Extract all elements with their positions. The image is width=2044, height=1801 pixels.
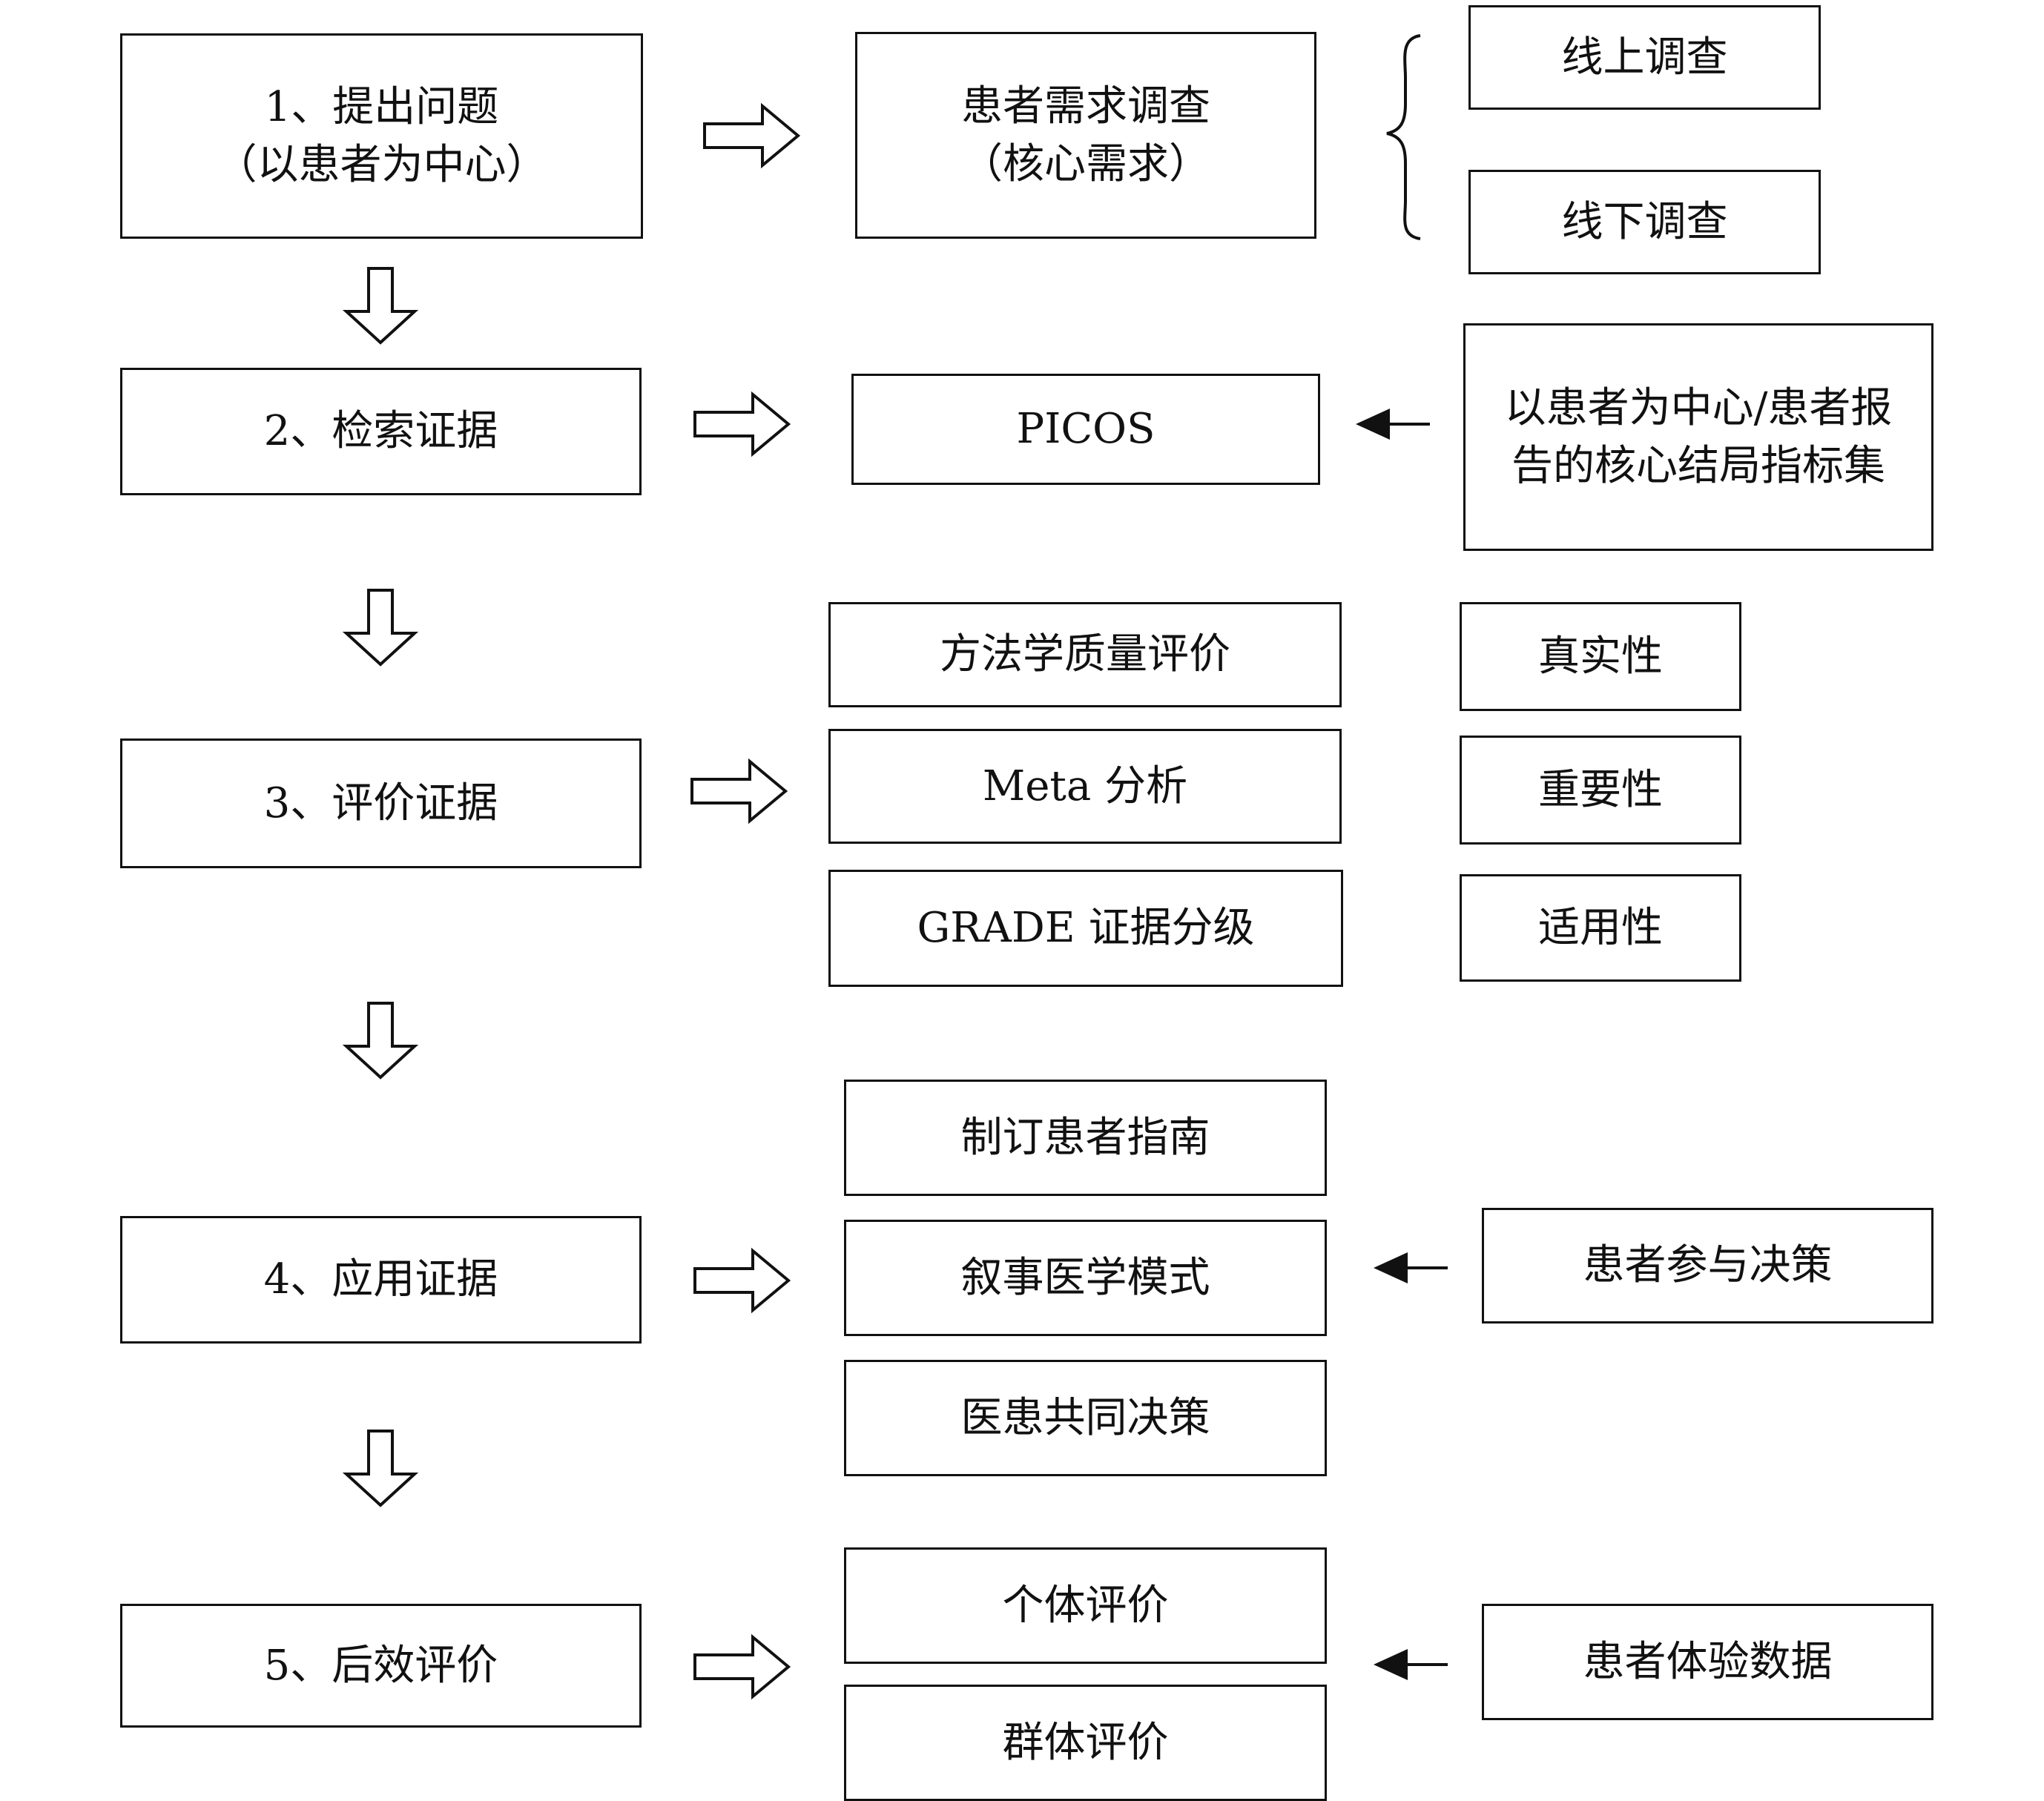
step3-title: 3、评价证据 xyxy=(263,779,498,827)
survey-subtitle: （核心需求） xyxy=(961,139,1210,188)
step5-box: 5、后效评价 xyxy=(120,1604,642,1728)
patient-experience-data-box: 患者体验数据 xyxy=(1482,1604,1933,1720)
offline-survey-box: 线下调查 xyxy=(1468,170,1821,274)
right-arrow-step4 xyxy=(693,1249,790,1312)
picos-label: PICOS xyxy=(1016,405,1155,454)
grade-box: GRADE 证据分级 xyxy=(828,870,1343,987)
applicability-box: 适用性 xyxy=(1460,874,1741,982)
method-quality-box: 方法学质量评价 xyxy=(828,602,1342,707)
applicability-label: 适用性 xyxy=(1538,903,1663,952)
meta-analysis-box: Meta 分析 xyxy=(828,729,1342,844)
core-outcome-line1: 以患者为中心/患者报 xyxy=(1504,384,1893,433)
step1-title: 1、提出问题 xyxy=(264,83,499,132)
grade-label: GRADE 证据分级 xyxy=(917,904,1255,953)
step2-box: 2、检索证据 xyxy=(120,368,642,495)
narrative-medicine-box: 叙事医学模式 xyxy=(844,1220,1327,1336)
input-arrow-step4 xyxy=(1372,1251,1449,1285)
validity-box: 真实性 xyxy=(1460,602,1741,711)
patient-needs-survey-box: 患者需求调查 （核心需求） xyxy=(855,32,1316,239)
down-arrow-2-3 xyxy=(345,589,416,666)
picos-box: PICOS xyxy=(851,374,1320,485)
group-evaluation-label: 群体评价 xyxy=(1002,1718,1169,1767)
patient-experience-data-label: 患者体验数据 xyxy=(1583,1637,1833,1686)
importance-label: 重要性 xyxy=(1538,765,1663,814)
right-arrow-step3 xyxy=(690,760,787,822)
input-arrow-step5 xyxy=(1372,1648,1449,1682)
online-survey-box: 线上调查 xyxy=(1468,5,1821,110)
patient-participation-label: 患者参与决策 xyxy=(1583,1241,1833,1290)
core-outcome-set-box: 以患者为中心/患者报 告的核心结局指标集 xyxy=(1463,323,1933,551)
offline-survey-label: 线下调查 xyxy=(1561,197,1728,246)
patient-participation-box: 患者参与决策 xyxy=(1482,1208,1933,1324)
step1-subtitle: （以患者为中心） xyxy=(215,140,548,189)
survey-title: 患者需求调查 xyxy=(961,82,1210,131)
validity-label: 真实性 xyxy=(1538,632,1663,681)
core-outcome-line2: 告的核心结局指标集 xyxy=(1511,441,1885,490)
group-evaluation-box: 群体评价 xyxy=(844,1685,1327,1801)
down-arrow-1-2 xyxy=(345,267,416,344)
down-arrow-3-4 xyxy=(345,1002,416,1079)
meta-analysis-label: Meta 分析 xyxy=(982,761,1188,810)
step5-title: 5、后效评价 xyxy=(263,1641,498,1690)
step1-box: 1、提出问题 （以患者为中心） xyxy=(120,33,643,239)
patient-guideline-label: 制订患者指南 xyxy=(960,1113,1210,1162)
online-survey-label: 线上调查 xyxy=(1561,33,1728,82)
right-arrow-step2 xyxy=(693,393,790,455)
shared-decision-label: 医患共同决策 xyxy=(960,1393,1210,1442)
method-quality-label: 方法学质量评价 xyxy=(940,630,1230,679)
importance-box: 重要性 xyxy=(1460,736,1741,845)
individual-evaluation-label: 个体评价 xyxy=(1002,1581,1169,1630)
down-arrow-4-5 xyxy=(345,1430,416,1507)
individual-evaluation-box: 个体评价 xyxy=(844,1547,1327,1664)
shared-decision-box: 医患共同决策 xyxy=(844,1360,1327,1476)
right-arrow-step5 xyxy=(693,1636,790,1698)
input-arrow-step2 xyxy=(1354,407,1431,441)
survey-brace xyxy=(1386,34,1421,240)
right-arrow-step1 xyxy=(703,105,800,167)
narrative-medicine-label: 叙事医学模式 xyxy=(960,1253,1210,1302)
step2-title: 2、检索证据 xyxy=(263,407,498,456)
patient-guideline-box: 制订患者指南 xyxy=(844,1080,1327,1196)
step4-title: 4、应用证据 xyxy=(263,1255,498,1304)
step3-box: 3、评价证据 xyxy=(120,738,642,868)
step4-box: 4、应用证据 xyxy=(120,1216,642,1344)
